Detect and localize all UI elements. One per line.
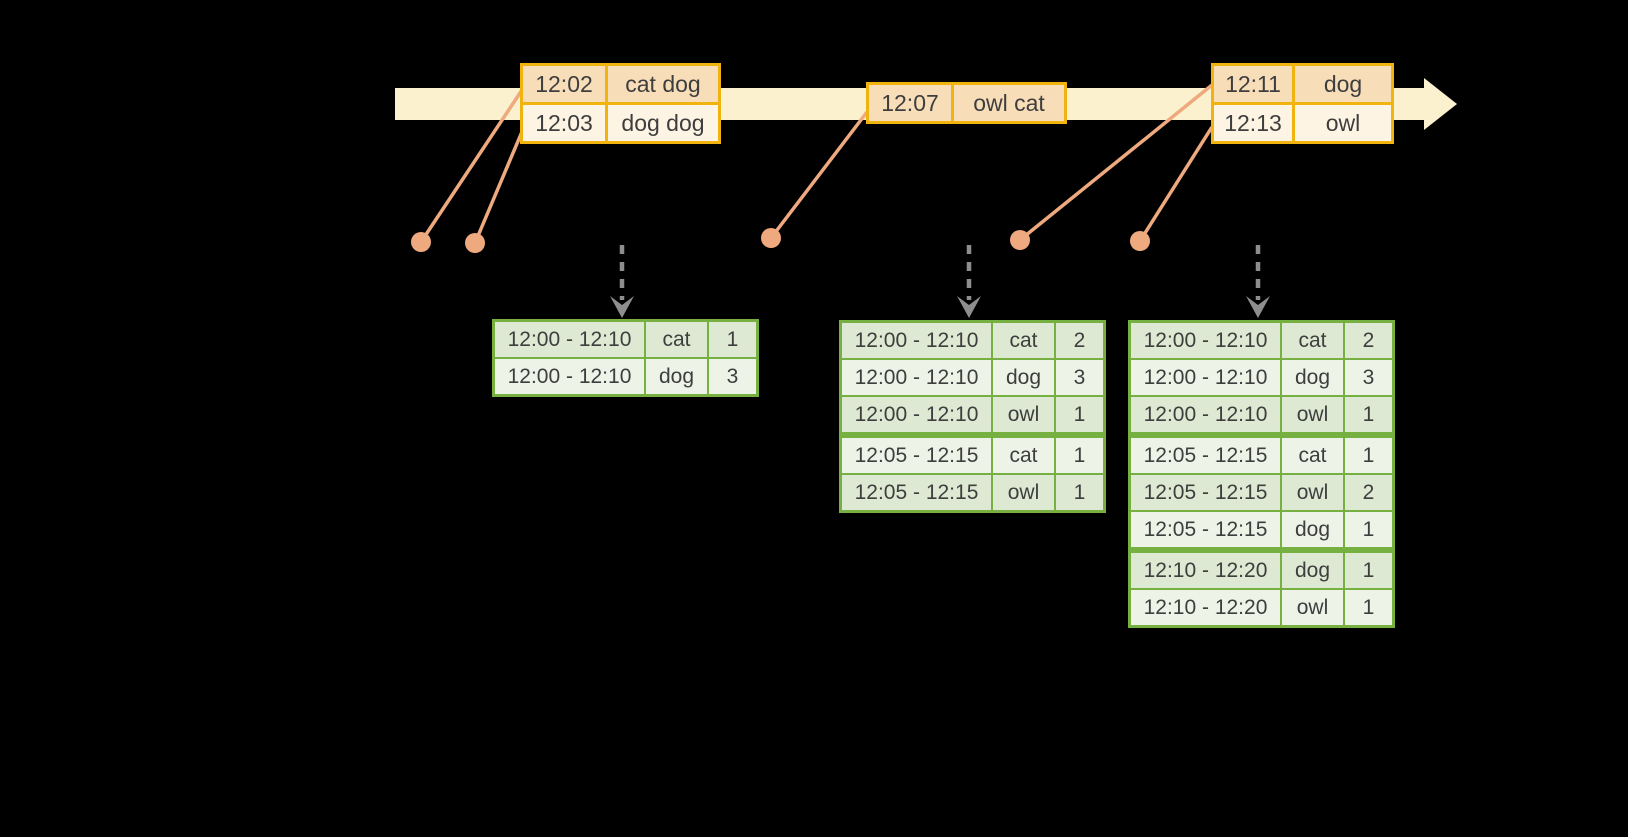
result-word: owl [1282,397,1343,432]
event-dot [761,228,781,248]
connector-line [419,89,524,243]
result-word: owl [1282,475,1343,510]
event-table-1: 12:02 cat dog 12:03 dog dog [520,63,721,144]
result-window: 12:00 - 12:10 [842,323,991,358]
result-row: 12:05 - 12:15 dog 1 [1131,512,1392,547]
result-count: 1 [1345,553,1392,588]
result-count: 3 [1345,360,1392,395]
result-word: dog [1282,553,1343,588]
result-word: cat [993,323,1054,358]
result-count: 1 [1345,397,1392,432]
event-words: dog dog [608,105,718,141]
event-time: 12:07 [869,85,951,121]
result-window: 12:00 - 12:10 [495,322,644,357]
result-count: 2 [1345,323,1392,358]
result-count: 1 [1345,438,1392,473]
result-window: 12:05 - 12:15 [842,475,991,510]
result-row: 12:00 - 12:10 owl 1 [1131,397,1392,432]
trigger-arrow [610,245,634,318]
result-window: 12:00 - 12:10 [495,359,644,394]
event-row: 12:02 cat dog [523,66,718,102]
result-window: 12:05 - 12:15 [1131,475,1280,510]
result-window: 12:00 - 12:10 [842,397,991,432]
result-row: 12:05 - 12:15 cat 1 [842,438,1103,473]
event-dot [1130,231,1150,251]
result-window: 12:00 - 12:10 [1131,397,1280,432]
result-word: dog [993,360,1054,395]
event-dot [411,232,431,252]
result-count: 2 [1345,475,1392,510]
connector-line [473,126,526,244]
event-time: 12:13 [1214,105,1292,141]
result-row: 12:00 - 12:10 cat 2 [1131,323,1392,358]
result-word: dog [646,359,707,394]
result-word: cat [1282,438,1343,473]
connector-line [769,110,869,240]
result-word: cat [1282,323,1343,358]
result-table-2: 12:00 - 12:10 cat 2 12:00 - 12:10 dog 3 … [839,320,1106,513]
result-row: 12:00 - 12:10 dog 3 [1131,360,1392,395]
connector-line [1138,126,1214,242]
timeline-arrow-head [1424,78,1457,130]
result-word: cat [993,438,1054,473]
event-words: cat dog [608,66,718,102]
result-window: 12:10 - 12:20 [1131,590,1280,625]
event-time: 12:02 [523,66,605,102]
result-row: 12:00 - 12:10 owl 1 [842,397,1103,432]
event-words: dog [1295,66,1391,102]
event-row: 12:13 owl [1214,105,1391,141]
result-window: 12:00 - 12:10 [1131,360,1280,395]
result-window: 12:05 - 12:15 [842,438,991,473]
result-row: 12:00 - 12:10 dog 3 [495,359,756,394]
result-word: owl [1282,590,1343,625]
result-row: 12:00 - 12:10 dog 3 [842,360,1103,395]
result-word: owl [993,397,1054,432]
result-word: dog [1282,360,1343,395]
event-table-2: 12:07 owl cat [866,82,1067,124]
result-window: 12:10 - 12:20 [1131,553,1280,588]
result-count: 3 [709,359,756,394]
result-count: 2 [1056,323,1103,358]
event-row: 12:07 owl cat [869,85,1064,121]
event-dot [1010,230,1030,250]
result-count: 1 [1056,438,1103,473]
result-count: 1 [1056,475,1103,510]
result-word: owl [993,475,1054,510]
event-row: 12:03 dog dog [523,105,718,141]
result-table-3: 12:00 - 12:10 cat 2 12:00 - 12:10 dog 3 … [1128,320,1395,628]
result-row: 12:05 - 12:15 cat 1 [1131,438,1392,473]
trigger-arrow [957,245,981,318]
result-row: 12:10 - 12:20 dog 1 [1131,553,1392,588]
event-table-3: 12:11 dog 12:13 owl [1211,63,1394,144]
result-row: 12:00 - 12:10 cat 1 [495,322,756,357]
result-row: 12:00 - 12:10 cat 2 [842,323,1103,358]
result-row: 12:05 - 12:15 owl 1 [842,475,1103,510]
trigger-arrow [1246,245,1270,318]
result-row: 12:10 - 12:20 owl 1 [1131,590,1392,625]
event-time: 12:03 [523,105,605,141]
result-count: 1 [709,322,756,357]
result-count: 1 [1345,590,1392,625]
result-window: 12:05 - 12:15 [1131,512,1280,547]
result-window: 12:00 - 12:10 [842,360,991,395]
result-count: 3 [1056,360,1103,395]
result-window: 12:05 - 12:15 [1131,438,1280,473]
result-word: dog [1282,512,1343,547]
event-dot [465,233,485,253]
result-word: cat [646,322,707,357]
event-words: owl [1295,105,1391,141]
event-words: owl cat [954,85,1064,121]
result-row: 12:05 - 12:15 owl 2 [1131,475,1392,510]
event-row: 12:11 dog [1214,66,1391,102]
result-table-1: 12:00 - 12:10 cat 1 12:00 - 12:10 dog 3 [492,319,759,397]
result-count: 1 [1056,397,1103,432]
result-count: 1 [1345,512,1392,547]
event-time: 12:11 [1214,66,1292,102]
connector-line [1018,83,1214,242]
result-window: 12:00 - 12:10 [1131,323,1280,358]
